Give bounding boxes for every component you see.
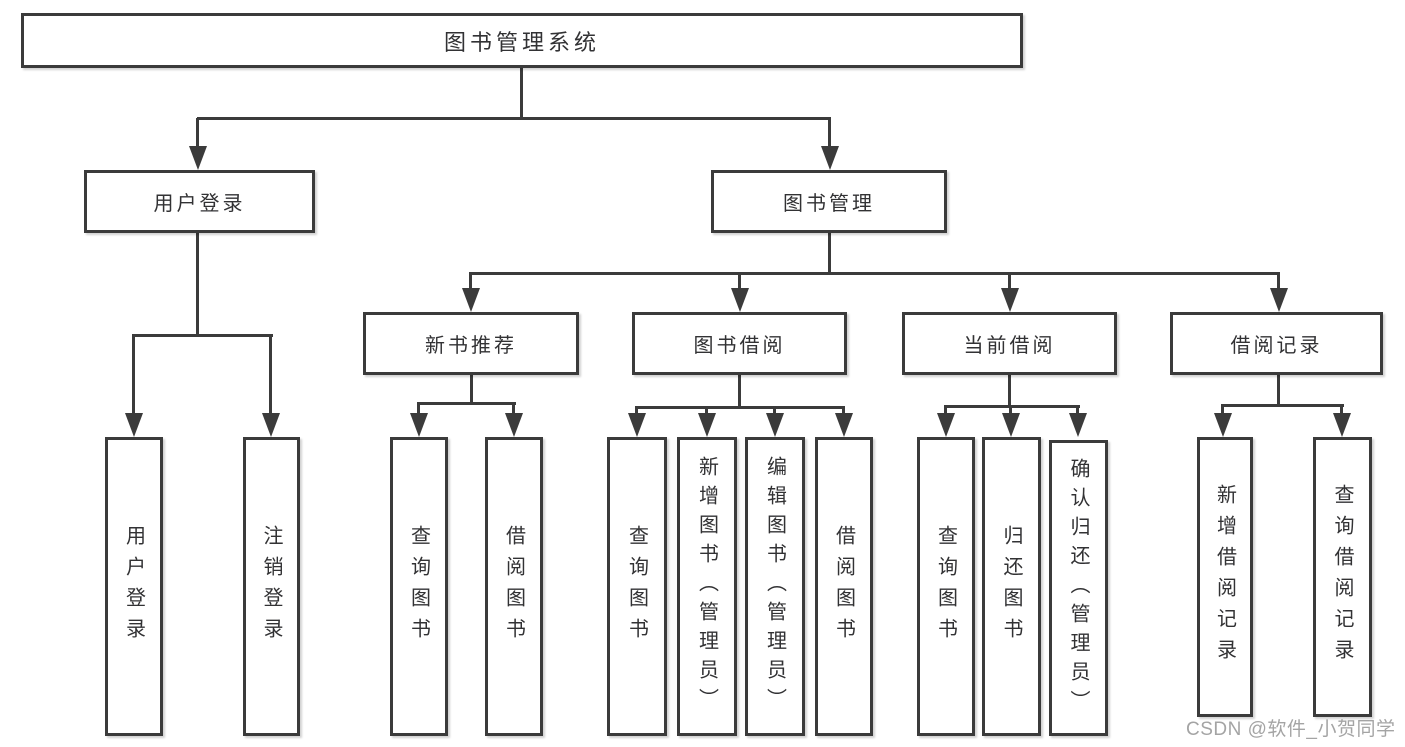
- leaf-confirm-return-admin: 确认归还（管理员）: [1049, 440, 1108, 736]
- arrow-down-icon: [936, 405, 955, 437]
- connector-hline: [1222, 404, 1344, 407]
- connector-hline: [636, 406, 845, 409]
- leaf-query-books: 查询图书: [390, 437, 448, 736]
- arrow-down-icon: [124, 334, 143, 437]
- leaf-add-book-admin: 新增图书（管理员）: [677, 437, 737, 736]
- arrow-down-icon: [461, 272, 480, 312]
- arrow-down-icon: [697, 406, 716, 437]
- connector-hline: [197, 117, 831, 120]
- leaf-user-login: 用户登录: [105, 437, 163, 736]
- node-new-book-recommend: 新书推荐: [363, 312, 579, 375]
- leaf-return-books: 归还图书: [982, 437, 1041, 736]
- leaf-query-books: 查询图书: [917, 437, 975, 736]
- connector-vline: [738, 375, 741, 409]
- node-borrowing-records: 借阅记录: [1170, 312, 1383, 375]
- arrow-down-icon: [188, 118, 207, 170]
- connector-vline: [1277, 375, 1280, 407]
- arrow-down-icon: [1332, 404, 1351, 437]
- leaf-borrow-books: 借阅图书: [485, 437, 543, 736]
- arrow-down-icon: [834, 406, 853, 437]
- connector-hline: [470, 272, 1280, 275]
- node-user-login: 用户登录: [84, 170, 315, 233]
- arrow-down-icon: [765, 406, 784, 437]
- node-book-management: 图书管理: [711, 170, 947, 233]
- arrow-down-icon: [1269, 272, 1288, 312]
- csdn-watermark: CSDN @软件_小贺同学: [1186, 719, 1396, 740]
- leaf-add-borrow-record: 新增借阅记录: [1197, 437, 1253, 717]
- leaf-borrow-books: 借阅图书: [815, 437, 873, 736]
- arrow-down-icon: [1001, 405, 1020, 437]
- connector-vline: [1008, 375, 1011, 408]
- connector-hline: [945, 405, 1080, 408]
- arrow-down-icon: [409, 402, 428, 437]
- leaf-logout: 注销登录: [243, 437, 300, 736]
- arrow-down-icon: [730, 272, 749, 312]
- arrow-down-icon: [820, 118, 839, 170]
- arrow-down-icon: [1068, 405, 1087, 437]
- arrow-down-icon: [504, 402, 523, 437]
- connector-hline: [133, 334, 273, 337]
- connector-vline: [520, 67, 523, 120]
- connector-hline: [418, 402, 516, 405]
- connector-vline: [470, 375, 473, 405]
- connector-vline: [828, 232, 831, 275]
- connector-vline: [196, 233, 199, 337]
- arrow-down-icon: [1213, 404, 1232, 437]
- leaf-query-books: 查询图书: [607, 437, 667, 736]
- node-current-borrowing: 当前借阅: [902, 312, 1117, 375]
- leaf-query-borrow-record: 查询借阅记录: [1313, 437, 1372, 717]
- node-library-system: 图书管理系统: [21, 13, 1023, 68]
- node-book-borrowing: 图书借阅: [632, 312, 847, 375]
- arrow-down-icon: [261, 334, 280, 437]
- leaf-edit-book-admin: 编辑图书（管理员）: [745, 437, 805, 736]
- arrow-down-icon: [627, 406, 646, 437]
- arrow-down-icon: [1000, 272, 1019, 312]
